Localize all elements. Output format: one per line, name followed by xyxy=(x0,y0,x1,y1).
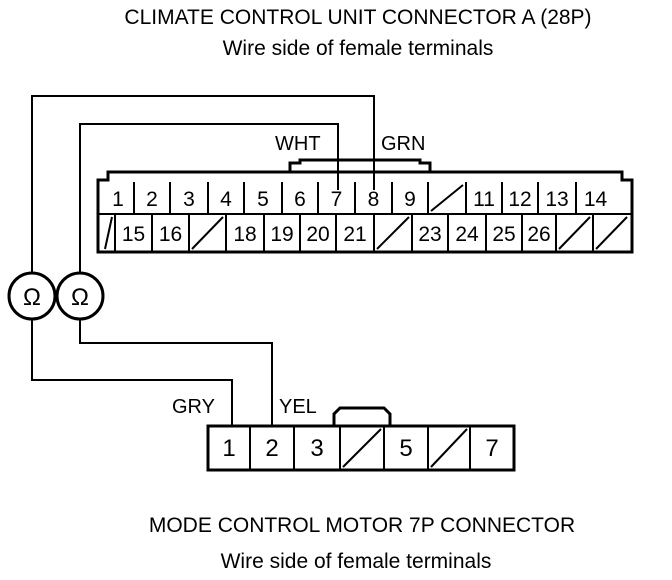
connector-a-row2-pin: 23 xyxy=(418,223,441,246)
wire-label-wht: WHT xyxy=(275,133,321,155)
connector-a-row2-pin: 21 xyxy=(343,223,366,246)
connector-a-row2-blank-cavity xyxy=(191,216,224,250)
connector-b-pin: 5 xyxy=(399,435,412,462)
connector-a-row1-pin: 3 xyxy=(183,188,195,211)
connector-b-blank-cavity xyxy=(342,428,382,468)
connector-a-row1-pin: 7 xyxy=(331,188,343,211)
connector-a-row2-blank-cavity xyxy=(595,216,628,250)
ohmmeter-2: Ω xyxy=(55,271,105,321)
connector-b-lock-tab xyxy=(332,406,392,426)
connector-a-row2-pin: 20 xyxy=(306,223,329,246)
wire-label-gry: GRY xyxy=(172,396,215,418)
connector-a-row2-blank-cavity xyxy=(558,216,591,250)
connector-b-pin: 3 xyxy=(310,435,323,462)
connector-a-cells xyxy=(114,182,594,252)
connector-b-pin: 2 xyxy=(265,435,278,462)
ohm-symbol-1: Ω xyxy=(23,284,41,311)
connector-a-row1-pin: 6 xyxy=(294,188,306,211)
connector-b-subtitle: Wire side of female terminals xyxy=(221,550,492,573)
connector-b-cells xyxy=(249,426,471,470)
connector-a-row1-pin: 5 xyxy=(257,188,269,211)
connector-a-row2-pin: 26 xyxy=(527,223,550,246)
connector-a-lock-tab xyxy=(288,158,432,172)
wire-label-yel: YEL xyxy=(279,396,317,418)
connector-a-row1-pin: 2 xyxy=(146,188,158,211)
connector-a-row2-blank-cavity xyxy=(104,216,113,250)
connector-a-row1-pin: 12 xyxy=(508,188,531,211)
wire-label-grn: GRN xyxy=(381,133,425,155)
connector-a-row1-pin: 1 xyxy=(112,188,124,211)
connector-a-row2-pin: 24 xyxy=(455,223,479,246)
connector-a-title: CLIMATE CONTROL UNIT CONNECTOR A (28P) xyxy=(124,6,591,29)
test-lead-outer-lower xyxy=(31,319,233,426)
connector-b-pins: 1 2 3 5 7 xyxy=(222,428,499,468)
ohmmeter-1: Ω xyxy=(7,271,57,321)
test-lead-inner xyxy=(79,123,339,273)
connector-a-row2-blank-cavity xyxy=(376,216,410,250)
connector-a-row2-pin: 25 xyxy=(492,223,515,246)
test-lead-inner-lower xyxy=(79,319,273,426)
connector-b-pin: 1 xyxy=(222,435,235,462)
connector-a-row1-pin: 4 xyxy=(220,188,232,211)
connector-a-row2-pin: 19 xyxy=(270,223,293,246)
connector-a-row2-pin: 18 xyxy=(233,223,256,246)
connector-a-row1-pin: 9 xyxy=(404,188,416,211)
connector-a-row1-pin: 13 xyxy=(545,188,568,211)
connector-a-row2-pin: 15 xyxy=(122,223,145,246)
connector-a-row1-pin: 8 xyxy=(368,188,380,211)
connector-a-row2-pin: 16 xyxy=(159,223,182,246)
connector-a-row1-blank-cavity xyxy=(430,184,464,212)
connector-b-pin: 7 xyxy=(485,435,498,462)
connector-b-blank-cavity xyxy=(430,428,468,468)
ohm-symbol-2: Ω xyxy=(71,284,89,311)
connector-a-row1-pin: 11 xyxy=(473,188,495,211)
test-lead-outer xyxy=(31,95,375,273)
connector-a-body xyxy=(96,170,634,254)
connector-b-body xyxy=(206,424,516,472)
connector-b-title: MODE CONTROL MOTOR 7P CONNECTOR xyxy=(149,514,575,537)
connector-a-subtitle: Wire side of female terminals xyxy=(223,37,494,60)
connector-a-row1-pin: 14 xyxy=(584,188,608,211)
